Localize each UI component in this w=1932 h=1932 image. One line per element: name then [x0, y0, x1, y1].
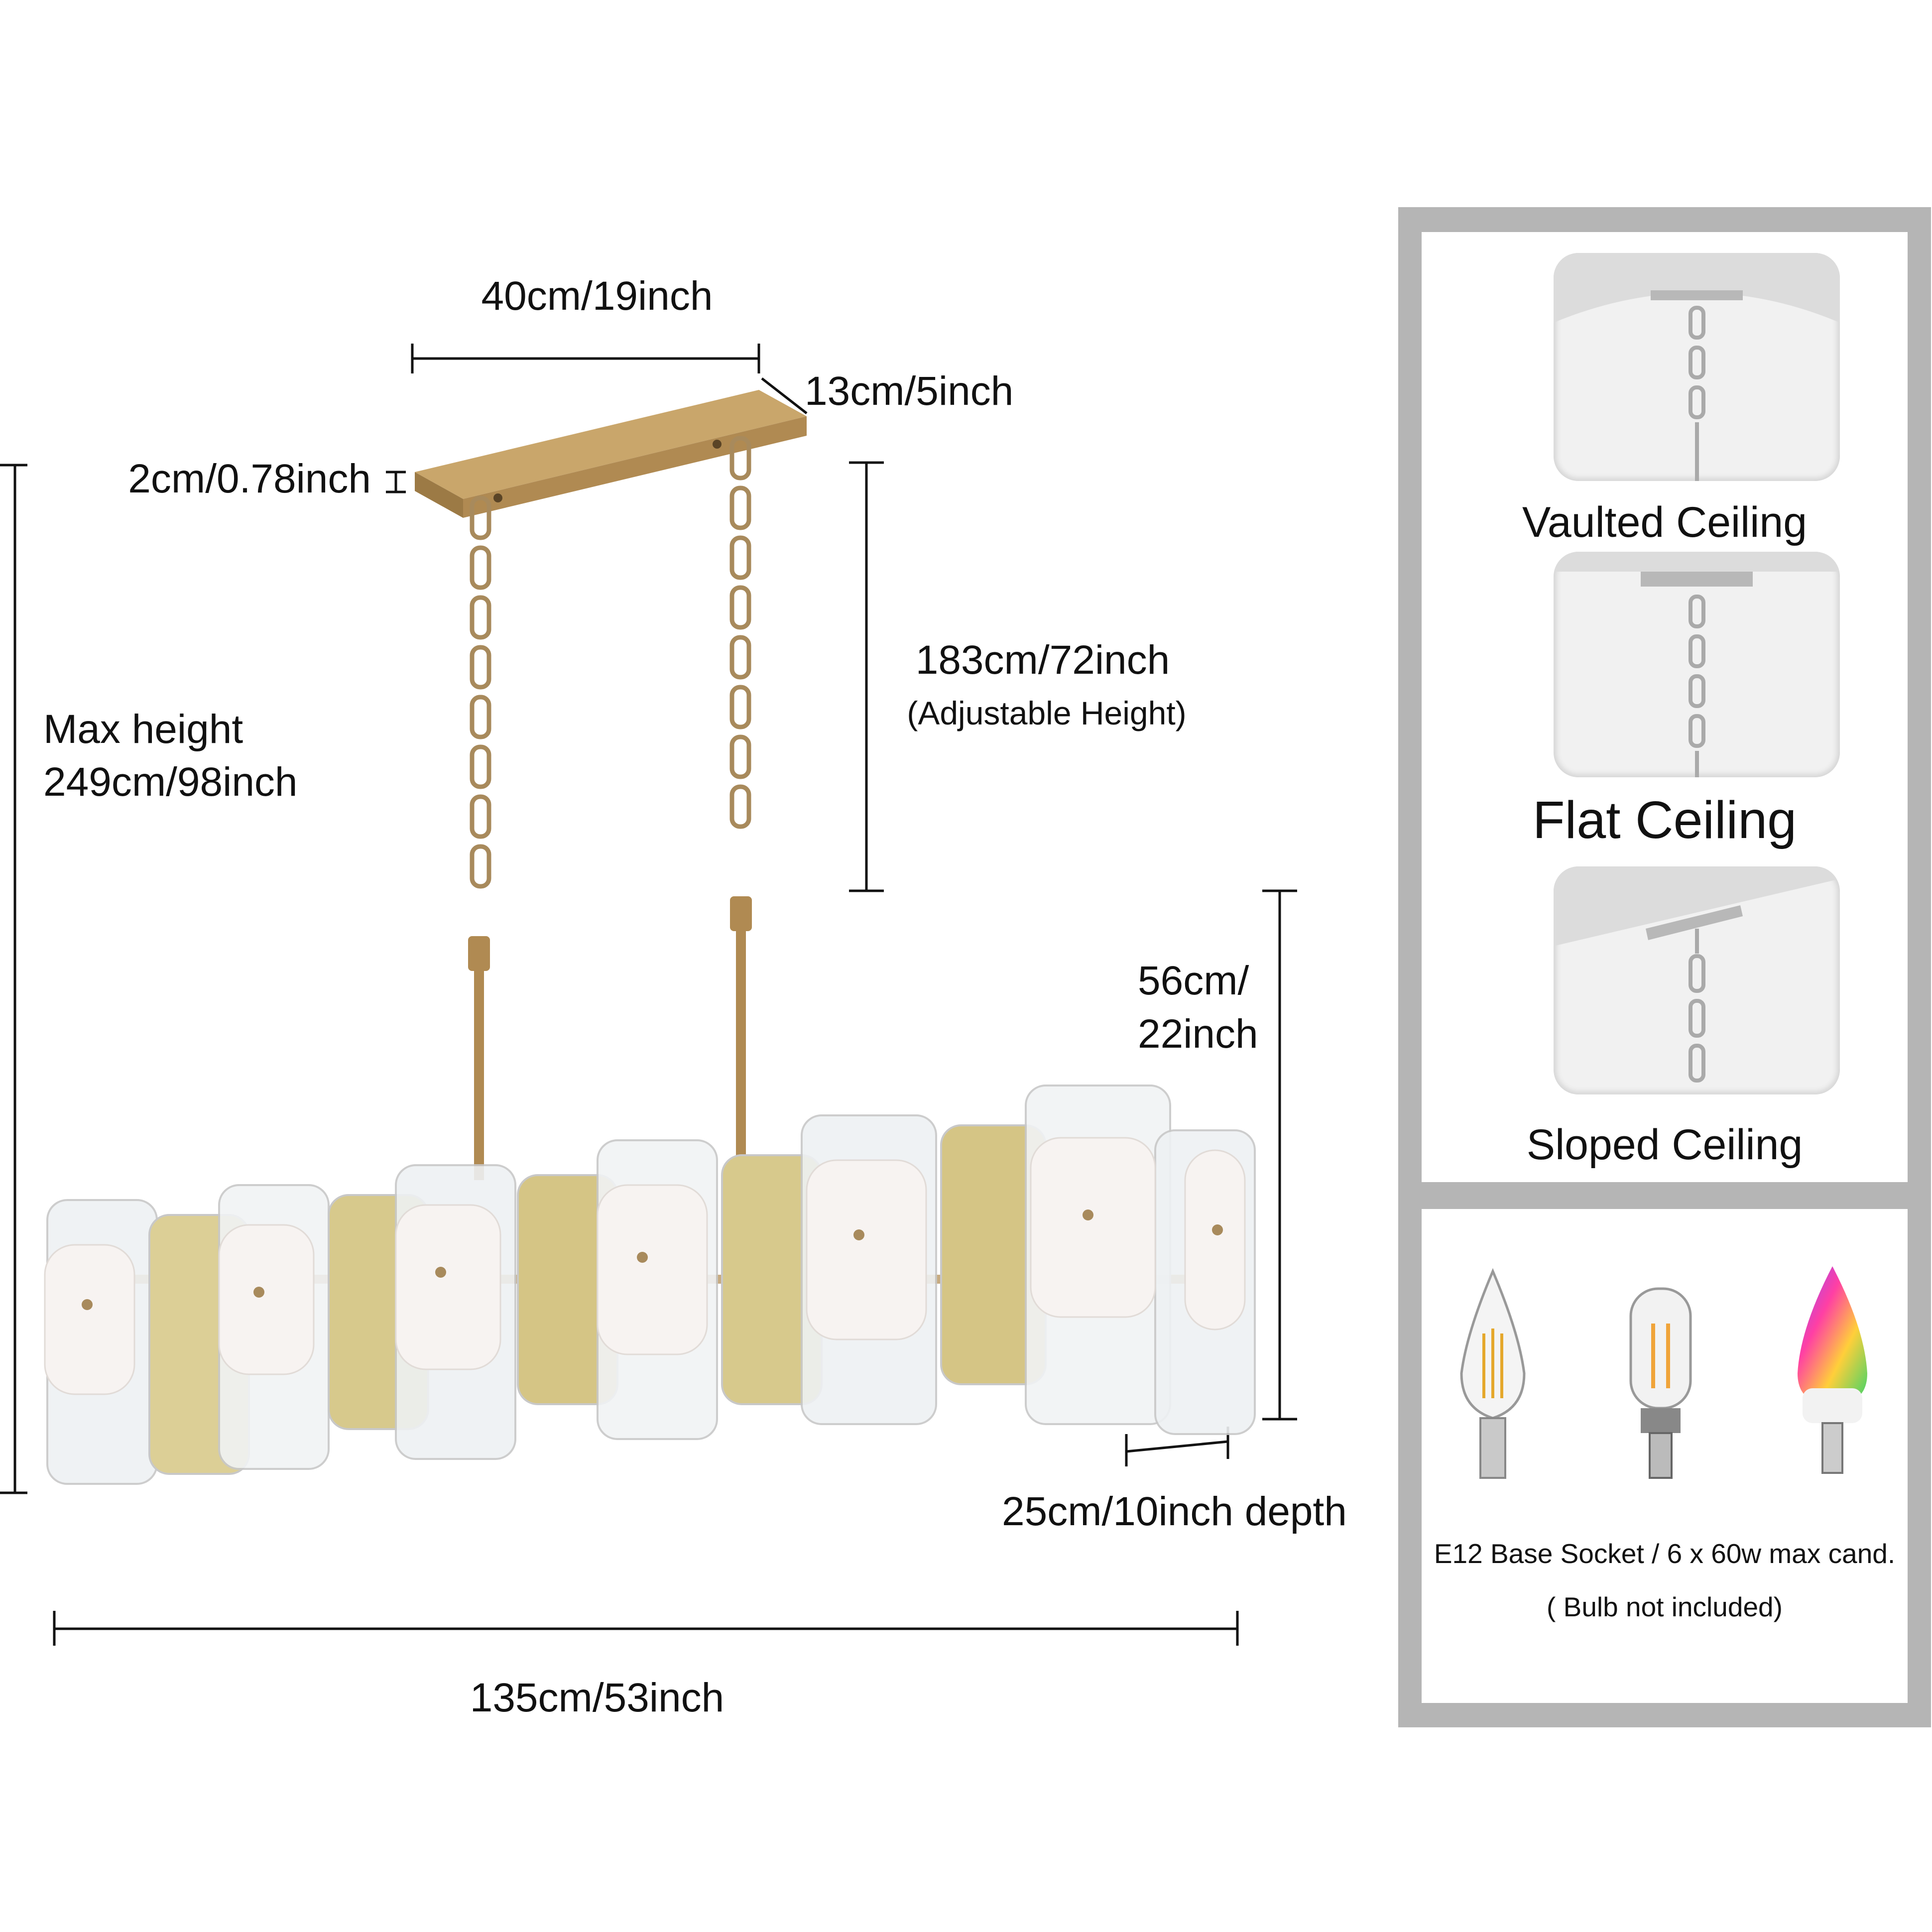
flat-ceiling-icon [1554, 552, 1840, 777]
canopy-height-label: 2cm/0.78inch [128, 456, 371, 501]
total-length-label: 135cm/53inch [470, 1675, 724, 1720]
ceiling-label: Vaulted Ceiling [1522, 498, 1808, 546]
bulb-note: ( Bulb not included) [1547, 1591, 1783, 1622]
ceiling-label: Flat Ceiling [1532, 791, 1797, 849]
body-height-line1: 56cm/ [1138, 958, 1249, 1003]
chains [470, 436, 751, 889]
tubular-filament-bulb-icon [1629, 1287, 1692, 1479]
ceiling-types-section: Vaulted Ceiling Flat Ceiling Sloped Ceil… [1422, 232, 1908, 1182]
vaulted-ceiling-icon [1554, 253, 1840, 481]
bulb-section: E12 Base Socket / 6 x 60w max cand. ( Bu… [1422, 1209, 1908, 1703]
chain-note: (Adjustable Height) [907, 695, 1187, 731]
canopy-width-label: 13cm/5inch [805, 368, 1014, 414]
max-height-label: Max height [43, 707, 243, 752]
ceiling-label: Sloped Ceiling [1526, 1121, 1803, 1169]
info-panel: Vaulted Ceiling Flat Ceiling Sloped Ceil… [1398, 207, 1931, 1727]
frosted-shades [44, 1137, 1246, 1395]
sloped-ceiling-icon [1554, 866, 1840, 1094]
chain-length-label: 183cm/72inch [915, 637, 1170, 683]
finials [82, 1209, 1223, 1310]
max-height-value: 249cm/98inch [43, 759, 298, 805]
depth-label: 25cm/10inch depth [1002, 1489, 1347, 1534]
bulb-spec: E12 Base Socket / 6 x 60w max cand. [1434, 1538, 1896, 1569]
dimension-lines [0, 344, 1297, 1646]
canopy-length-label: 40cm/19inch [481, 273, 713, 319]
rgb-smart-bulb-icon [1798, 1266, 1867, 1474]
candle-filament-bulb-icon [1460, 1268, 1526, 1479]
body-height-line2: 22inch [1138, 1011, 1258, 1057]
canopy [415, 390, 807, 518]
